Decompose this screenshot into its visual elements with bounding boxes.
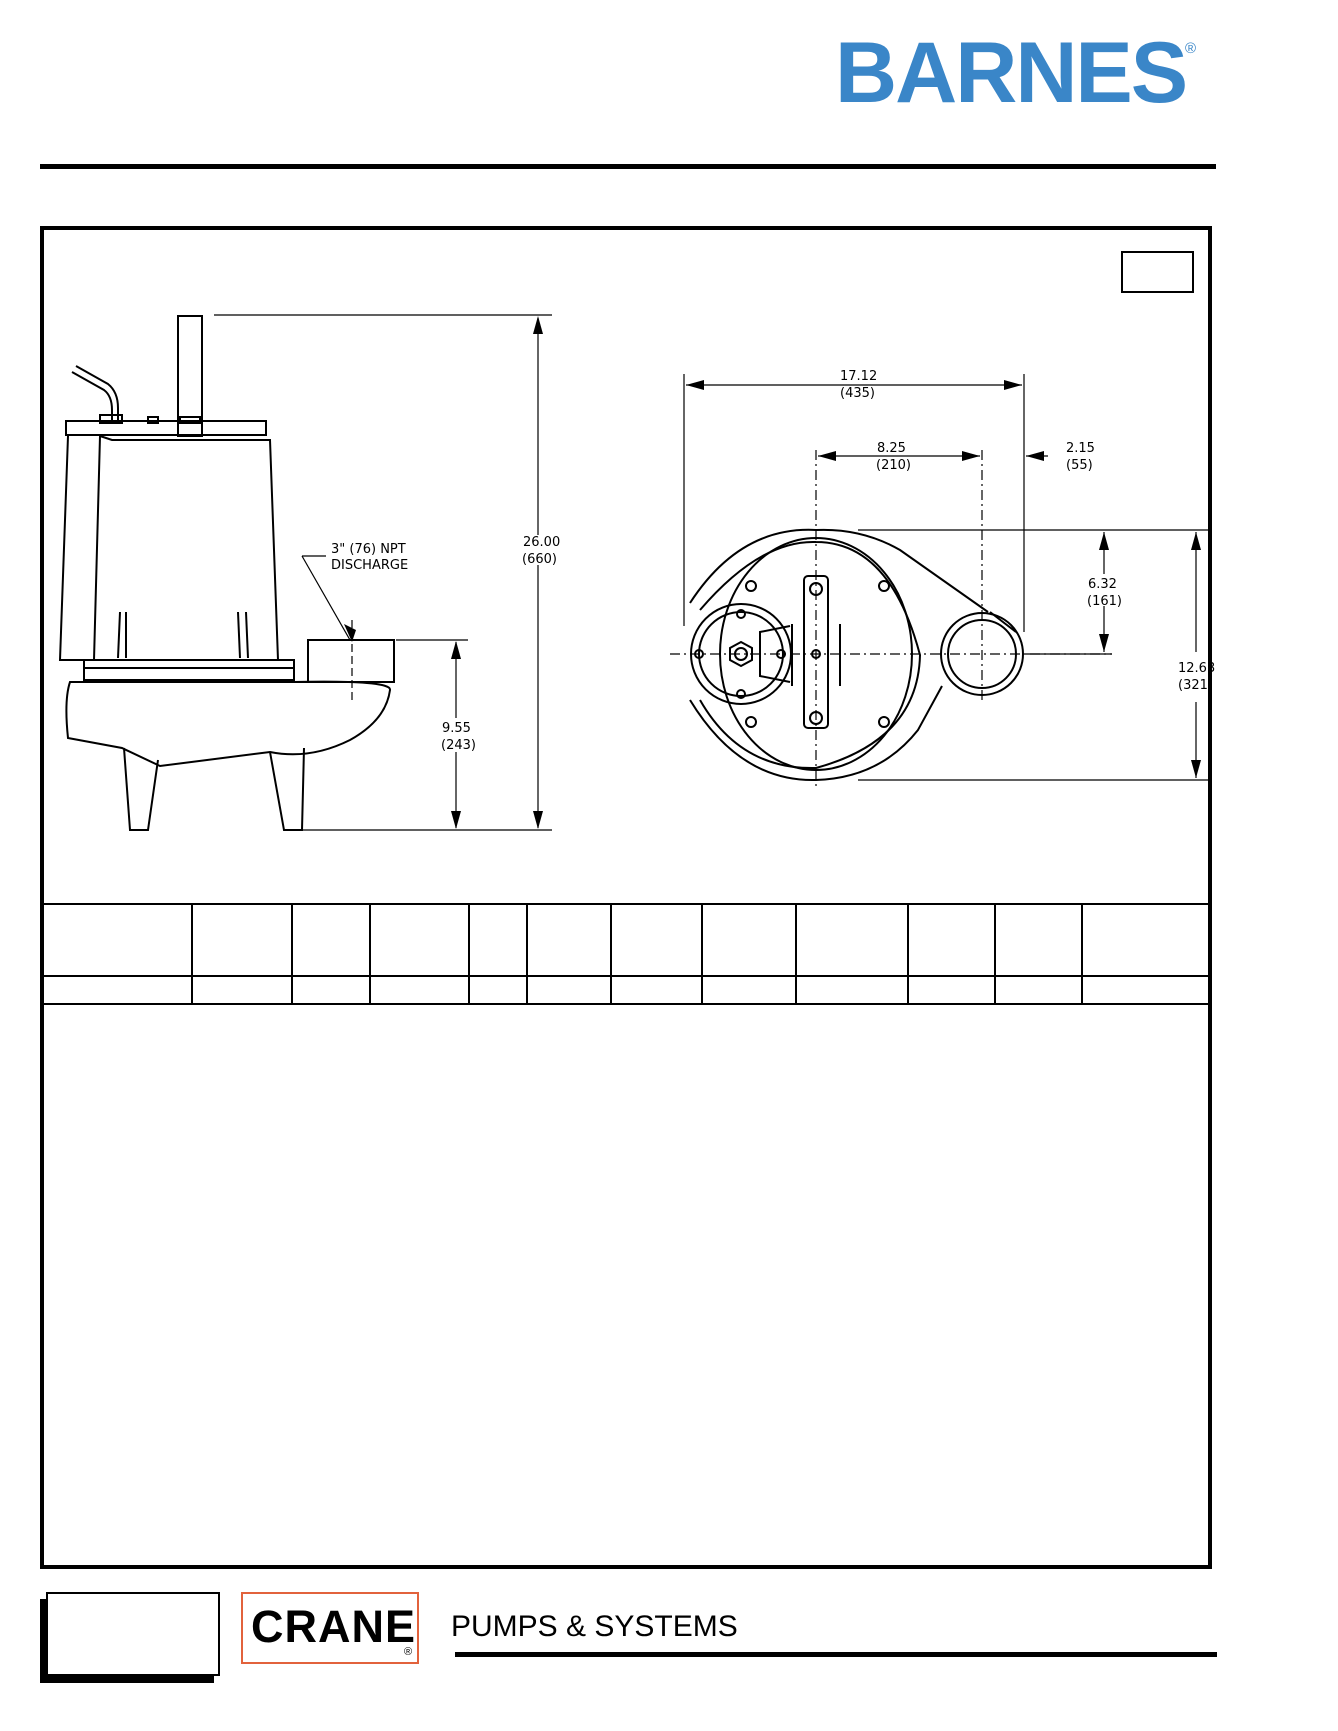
half-depth-dimension-mm: (161) xyxy=(1087,594,1122,609)
discharge-height-dimension: 9.55 xyxy=(442,721,471,736)
table-row xyxy=(42,975,1212,1005)
table-header-cell xyxy=(701,903,797,977)
overall-width-dimension-mm: (435) xyxy=(840,386,875,401)
brand-registered-mark: ® xyxy=(1185,40,1197,57)
side-view-arrowheads xyxy=(344,316,543,829)
overall-width-dimension: 17.12 xyxy=(840,369,877,384)
table-cell xyxy=(369,975,470,1005)
table-header-row xyxy=(42,903,1212,977)
table-cell xyxy=(610,975,703,1005)
table-cell xyxy=(795,975,909,1005)
top-view-arrowheads xyxy=(686,380,1201,778)
table-cell xyxy=(468,975,528,1005)
table-cell xyxy=(191,975,293,1005)
brand-logo: BARNES xyxy=(835,25,1188,121)
side-view-pump xyxy=(58,315,395,831)
height-dimension: 26.00 xyxy=(523,535,560,550)
discharge-height-dimension-mm: (243) xyxy=(441,738,476,753)
table-cell xyxy=(291,975,371,1005)
specification-table xyxy=(42,903,1212,1005)
top-view-dimensions xyxy=(683,374,1208,781)
half-depth-dimension: 6.32 xyxy=(1088,577,1117,592)
table-header-cell xyxy=(610,903,703,977)
top-view-pump xyxy=(689,528,1024,782)
discharge-label-line1: 3" (76) NPT xyxy=(331,542,406,557)
footer-tagline: PUMPS & SYSTEMS xyxy=(451,1610,738,1643)
table-header-cell xyxy=(526,903,612,977)
table-header-cell xyxy=(1081,903,1212,977)
discharge-label-line2: DISCHARGE xyxy=(331,558,408,573)
table-cell xyxy=(907,975,996,1005)
table-header-cell xyxy=(907,903,996,977)
table-header-cell xyxy=(468,903,528,977)
table-cell xyxy=(42,975,193,1005)
table-cell xyxy=(701,975,797,1005)
side-view-dimensions xyxy=(214,314,552,831)
table-header-cell xyxy=(42,903,193,977)
drawing-frame xyxy=(40,226,1212,1569)
table-cell xyxy=(994,975,1083,1005)
table-header-cell xyxy=(191,903,293,977)
overall-depth-dimension-mm: (321) xyxy=(1178,678,1213,693)
table-cell xyxy=(526,975,612,1005)
center-to-discharge-dimension-mm: (210) xyxy=(876,458,911,473)
crane-logo: CRANE xyxy=(251,1601,417,1652)
revision-box xyxy=(1121,251,1194,293)
crane-registered-mark: ® xyxy=(404,1646,413,1658)
table-header-cell xyxy=(291,903,371,977)
discharge-offset-dimension: 2.15 xyxy=(1066,441,1095,456)
footer-rule xyxy=(455,1652,1217,1657)
table-header-cell xyxy=(369,903,470,977)
center-to-discharge-dimension: 8.25 xyxy=(877,441,906,456)
table-header-cell xyxy=(994,903,1083,977)
footer-page-box xyxy=(46,1592,220,1676)
height-dimension-mm: (660) xyxy=(522,552,557,567)
top-view-centerlines xyxy=(670,450,1112,786)
overall-depth-dimension: 12.63 xyxy=(1178,661,1215,676)
table-cell xyxy=(1081,975,1212,1005)
table-header-cell xyxy=(795,903,909,977)
header-rule xyxy=(40,164,1216,169)
discharge-offset-dimension-mm: (55) xyxy=(1066,458,1093,473)
crane-logo-box xyxy=(241,1592,419,1664)
